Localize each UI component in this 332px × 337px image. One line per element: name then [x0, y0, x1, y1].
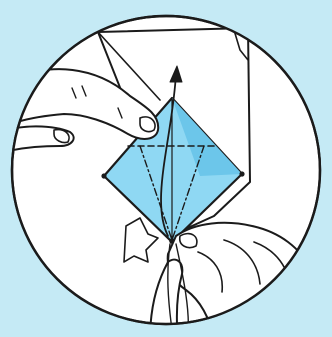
corner-dot-left — [101, 173, 106, 178]
fingernail-lower — [180, 234, 197, 248]
fingernail-upper — [140, 117, 155, 132]
corner-dot-right — [239, 171, 244, 176]
